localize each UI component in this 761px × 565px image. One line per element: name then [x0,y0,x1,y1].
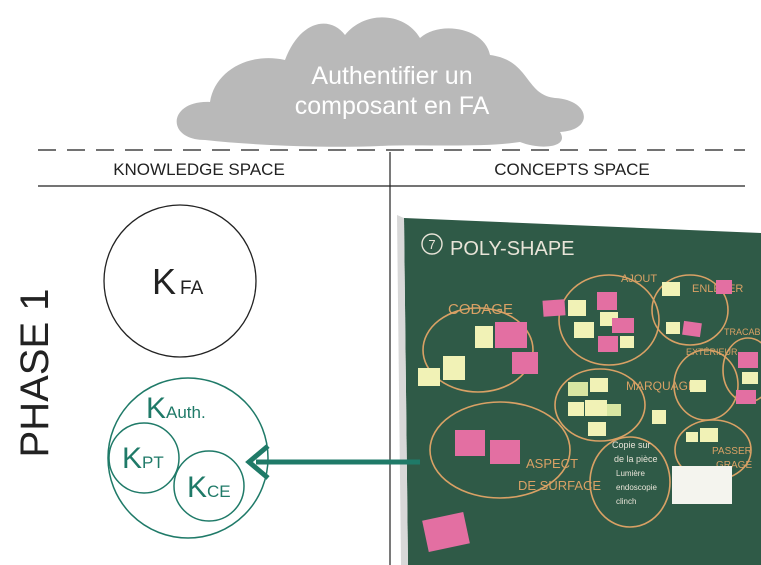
sticky-note [662,282,680,296]
chalk-label-tracabilite: TRACABILITÉ [724,327,761,337]
sticky-note [742,372,758,384]
chalk-circle-enlever [651,274,729,346]
sticky-note [568,382,588,396]
knowledge-space-header: KNOWLEDGE SPACE [113,160,285,179]
k-auth-node: KAuth. KPT KCE [107,377,269,539]
sticky-note [686,432,698,442]
k-auth-label: KAuth. [146,392,206,425]
chalk-circle-codage [422,307,534,393]
sticky-note [607,404,621,416]
sticky-note [568,300,586,316]
phase-label: PHASE 1 [13,289,57,458]
concepts-space-header: CONCEPTS SPACE [494,160,650,179]
k-auth-circle [107,377,269,539]
chalk-label-exterieur: EXTÉRIEUR [686,347,738,357]
sticky-note [690,380,706,392]
k-pt-main: K [122,442,142,475]
board-title: 7 POLY-SHAPE [421,233,575,260]
chalk-note-copie4: endoscopie [616,483,657,492]
sticky-note [597,292,617,310]
sticky-note [682,320,702,338]
sticky-note [598,336,618,352]
sticky-note [490,440,520,464]
sticky-note [475,326,493,348]
sticky-note [574,322,594,338]
sticky-note [418,368,440,386]
chalk-label-aspect2: DE SURFACE [518,478,601,493]
sticky-note [736,390,756,404]
arrow-head [245,444,270,480]
chalk-circle-marquage [554,368,646,442]
k-ce-label: KCE [187,471,231,504]
k-fa-circle [103,204,257,358]
sticky-note [568,402,584,416]
chalk-note-copie1: Copie sur [612,440,651,450]
chalk-label-ajout: AJOUT [621,273,657,285]
cloud-shape [176,17,584,147]
k-pt-label: KPT [122,442,164,475]
k-fa-main: K [152,261,176,302]
board-title-number-circle [421,233,443,255]
goal-cloud: Authentifier un composant en FA [176,17,584,147]
chalk-label-passer1: PASSER [712,446,752,457]
chalk-label-passer2: GRAGE [716,460,752,471]
sticky-note [585,400,607,416]
k-ce-sub: CE [207,482,231,501]
sticky-note [495,322,527,348]
chalk-label-codage: CODAGE [448,301,513,318]
sticky-notes [418,280,758,553]
sticky-note [716,280,732,294]
chalk-circle-copie [589,436,671,528]
sticky-note [612,318,634,333]
k-ce-main: K [187,471,207,504]
sticky-note [652,410,666,424]
chalk-note-copie5: clinch [616,497,636,506]
sticky-note [666,322,680,334]
k-auth-sub: Auth. [166,403,206,422]
board-title-number: 7 [428,237,435,252]
sticky-note [455,430,485,456]
chalk-label-marquage: MARQUAGE [626,379,696,393]
sticky-note [700,428,718,442]
k-ce-circle [173,450,245,522]
chalk-circle-ajout [558,274,660,366]
sticky-note [588,422,606,436]
cloud-text-line1: Authentifier un [311,62,472,90]
sticky-note [590,378,608,392]
k-fa-sub: FA [180,278,204,299]
blackboard-frame-edge [397,215,408,565]
sticky-note [672,466,732,504]
concept-to-knowledge-arrow [245,444,420,480]
k-auth-main: K [146,392,166,425]
blackboard-photo: 7 POLY-SHAPE CODAGE AJOUT ENLEVER TRACAB… [397,215,761,565]
chalk-circle-aspect [429,401,571,499]
sticky-note [512,352,538,374]
sticky-note [620,336,634,348]
k-pt-sub: PT [142,453,164,472]
k-pt-circle [108,422,180,494]
sticky-note [542,299,566,317]
board-title-text: POLY-SHAPE [450,238,575,260]
sticky-note [738,352,758,368]
sticky-note [422,511,470,553]
chalk-label-aspect1: ASPECT [526,456,578,471]
sticky-note [443,356,465,380]
chalk-note-copie3: Lumière [616,469,645,478]
cloud-text-line2: composant en FA [295,92,490,120]
chalk-note-copie2: de la pièce [614,454,658,464]
